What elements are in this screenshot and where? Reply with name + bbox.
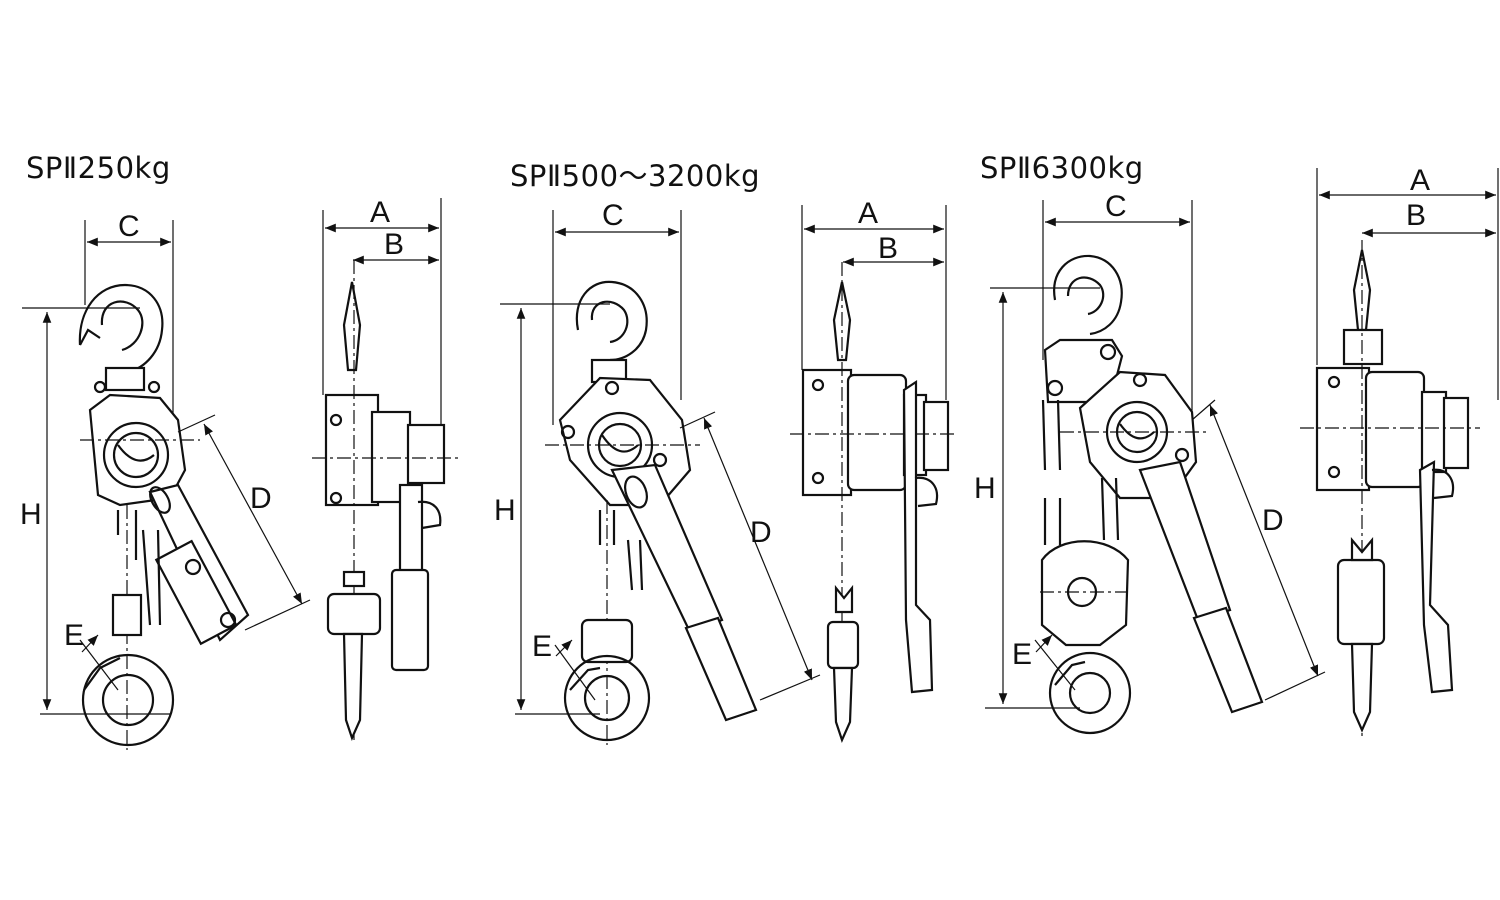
dim-label-e-6300: E xyxy=(1012,638,1032,671)
dim-label-d-500: D xyxy=(750,516,772,549)
hoist-6300-side-view: A B xyxy=(1300,164,1499,740)
hoist-500-3200-front-view: C H xyxy=(494,199,821,745)
hoist-6300-front-view: C H xyxy=(974,190,1326,735)
hoist-500-3200-side-view: A B xyxy=(790,197,958,744)
model-title-500-3200: SPⅡ500～3200kg xyxy=(510,159,761,193)
dim-label-a-6300: A xyxy=(1410,164,1430,197)
hoist-250-side-view: A B xyxy=(312,196,460,742)
dim-label-h-500: H xyxy=(494,494,516,527)
dim-label-c-250: C xyxy=(118,210,140,243)
dim-label-c-500: C xyxy=(602,199,624,232)
dim-label-d-250: D xyxy=(250,482,272,515)
dim-label-a-250: A xyxy=(370,196,390,229)
dim-label-a-500: A xyxy=(858,197,878,230)
hoist-250-front-view: C H xyxy=(20,210,311,750)
dim-label-b-6300: B xyxy=(1406,199,1426,232)
dim-label-h-250: H xyxy=(20,498,42,531)
dim-label-e-500: E xyxy=(532,630,552,663)
dim-label-b-250: B xyxy=(384,228,404,261)
dim-label-h-6300: H xyxy=(974,472,996,505)
dim-label-d-6300: D xyxy=(1262,504,1284,537)
model-title-6300: SPⅡ6300kg xyxy=(980,151,1144,185)
dim-label-c-6300: C xyxy=(1105,190,1127,223)
dim-label-e-250: E xyxy=(64,619,84,652)
dim-label-b-500: B xyxy=(878,232,898,265)
model-title-250: SPⅡ250kg xyxy=(26,151,171,185)
